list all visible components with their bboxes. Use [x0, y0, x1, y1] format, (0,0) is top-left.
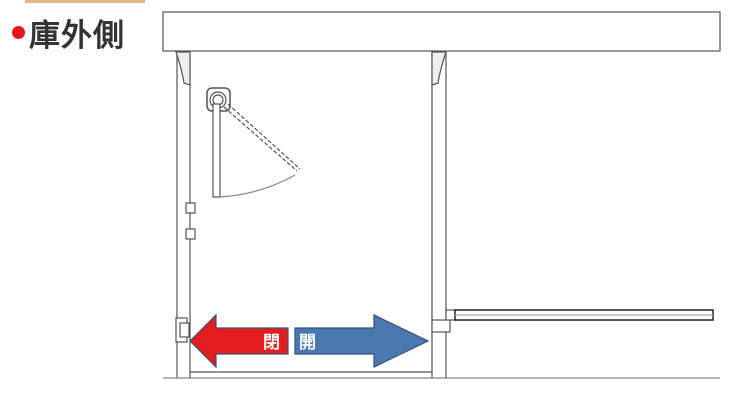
rail-bar	[431, 309, 714, 333]
open-label: 開	[299, 333, 316, 353]
section-title: 庫外側	[12, 10, 125, 55]
handle-icon	[206, 87, 301, 198]
title-text: 庫外側	[29, 18, 125, 54]
close-label: 閉	[263, 333, 280, 353]
left-roller	[175, 51, 191, 86]
bullet-icon	[12, 26, 25, 39]
open-arrow	[294, 314, 430, 368]
accent-line	[25, 0, 145, 3]
header-frame	[162, 11, 721, 52]
latch-lower	[185, 228, 196, 240]
close-arrow	[189, 313, 289, 369]
latch-upper	[185, 202, 196, 214]
left-stopper-icon	[175, 317, 190, 343]
right-roller	[431, 51, 447, 86]
